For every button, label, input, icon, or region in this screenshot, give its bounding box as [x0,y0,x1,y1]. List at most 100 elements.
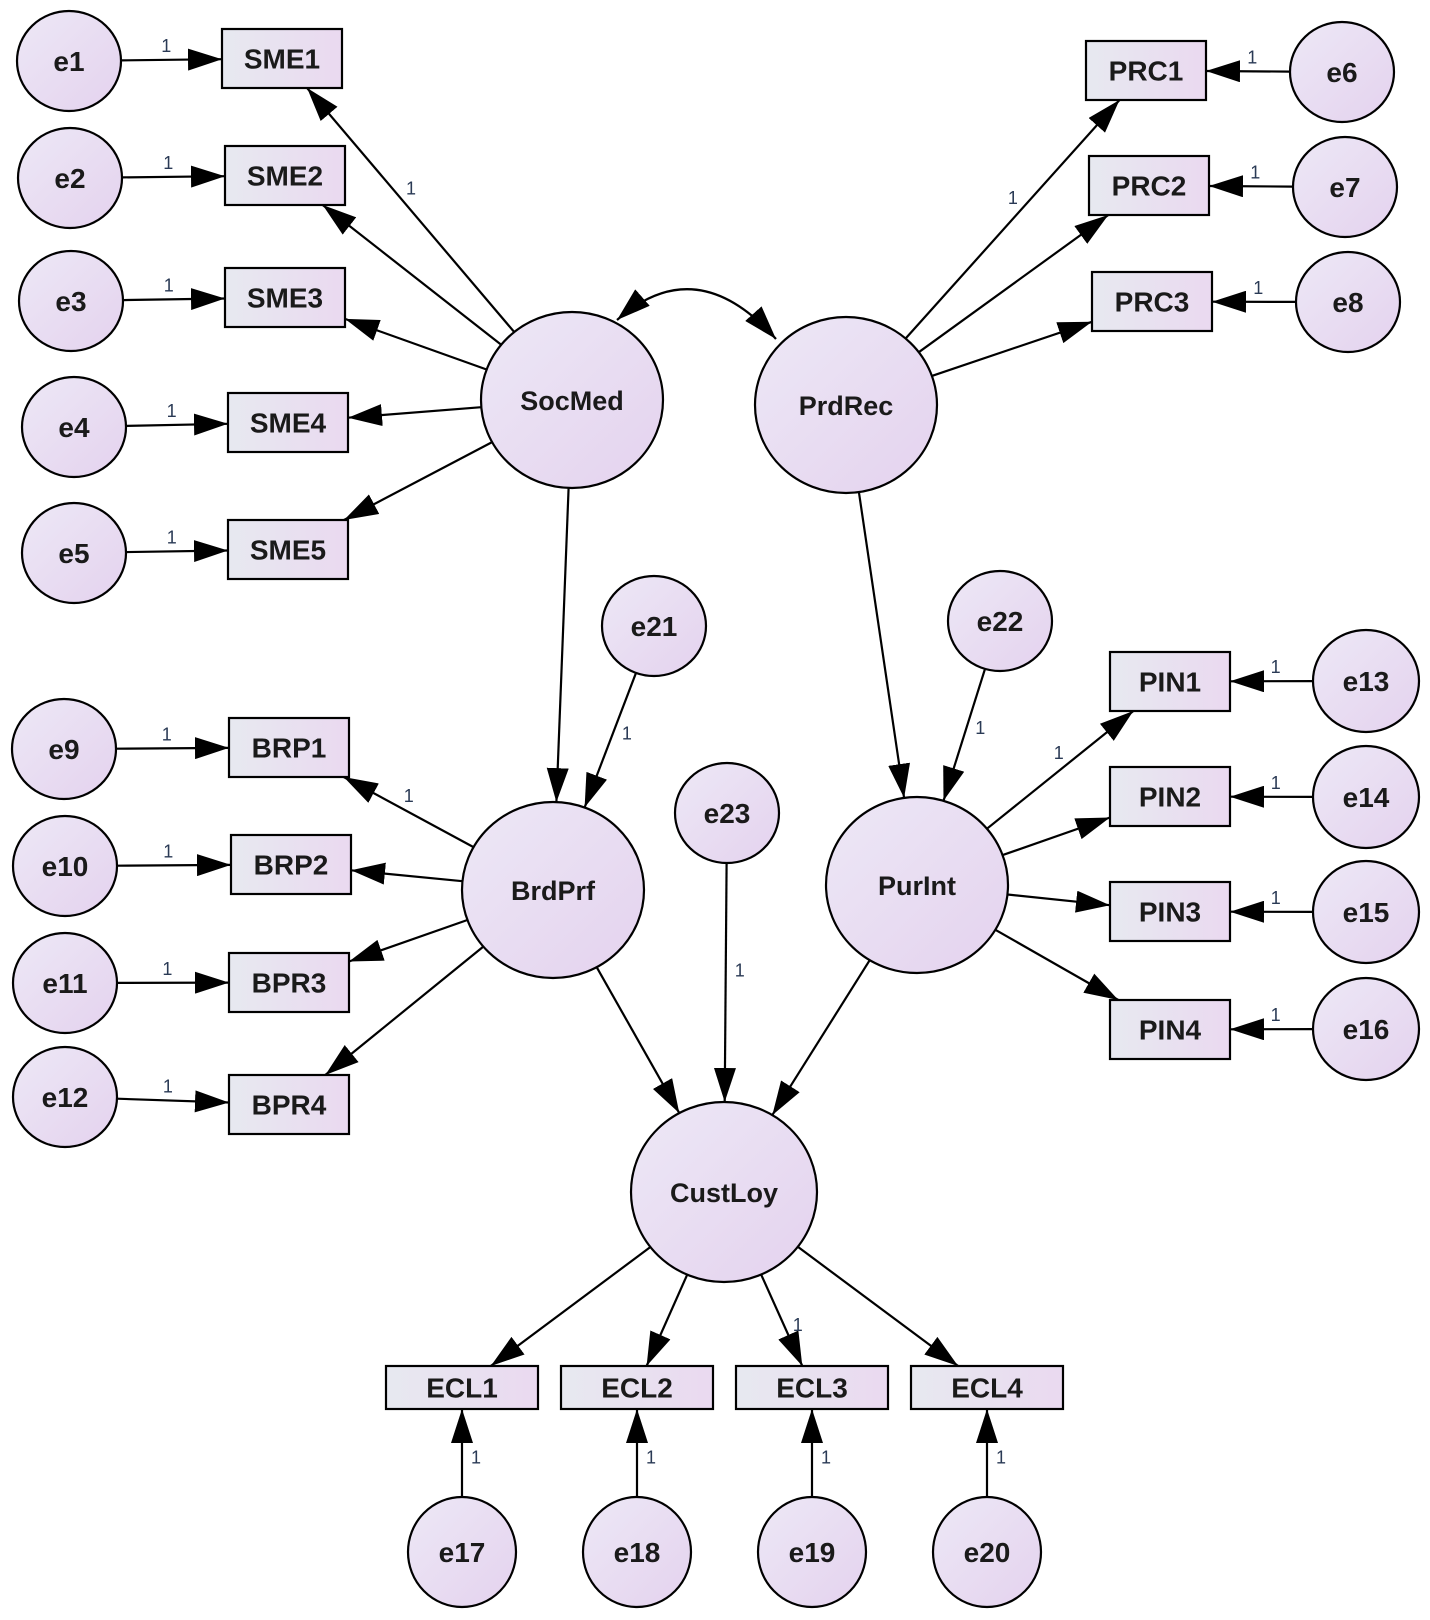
observed-label-prc2: PRC2 [1112,171,1187,202]
error-label-e11: e11 [42,968,87,999]
error-label-e1: e1 [53,46,84,77]
observed-label-sme3: SME3 [247,283,323,314]
path-arrow-socmed-to-sme4 [347,404,482,426]
latent-socmed [479,310,665,490]
error-label-e19: e19 [789,1537,836,1568]
path-arrow-custloy-to-ecl4 [797,1245,959,1367]
error-e2 [16,126,124,230]
observed-label-prc3: PRC3 [1115,287,1190,318]
observed-sme1 [220,27,344,90]
weight-label-socmed-sme1: 1 [406,179,416,199]
latent-label-prdrec: PrdRec [799,391,894,421]
error-e14 [1311,744,1421,850]
path-arrow-e21-to-brdprf [583,672,638,808]
error-e6 [1288,20,1396,124]
weight-label-e5-sme5: 1 [167,527,177,547]
error-e12 [11,1045,119,1149]
path-arrow-e23-to-custloy [713,862,736,1103]
error-label-e4: e4 [58,412,90,443]
path-arrow-prdrec-to-prc2 [918,214,1109,354]
weight-label-e3-sme3: 1 [164,275,174,295]
observed-label-ecl3: ECL3 [776,1373,848,1404]
observed-brp2 [229,833,353,896]
observed-prc1 [1084,39,1208,102]
paths-layer [115,48,1314,1497]
path-arrow-brdprf-to-brp1 [343,776,475,849]
error-e16 [1311,976,1421,1082]
error-label-e21: e21 [631,611,678,642]
observed-label-sme2: SME2 [247,161,323,192]
observed-pin3 [1108,880,1232,943]
observed-label-sme4: SME4 [250,408,327,439]
error-label-e5: e5 [58,538,89,569]
observed-ecl2 [559,1364,715,1411]
path-arrow-custloy-to-ecl1 [490,1246,652,1367]
error-e4 [20,375,128,479]
observed-pin2 [1108,765,1232,828]
path-arrow-purint-to-pin4 [994,928,1119,1001]
path-arrow-purint-to-custloy [771,959,871,1116]
weight-label-e4-sme4: 1 [167,401,177,421]
path-arrow-e3-to-sme3 [122,288,226,311]
weight-label-e20-ecl4: 1 [996,1447,1006,1467]
path-arrow-e22-to-purint [942,668,987,802]
observed-pin4 [1108,998,1232,1061]
path-arrow-e9-to-brp1 [115,737,230,760]
observed-label-pin4: PIN4 [1139,1015,1202,1046]
path-arrow-prdrec-to-purint [857,491,911,799]
weight-label-e15-pin3: 1 [1271,888,1281,908]
error-label-e6: e6 [1326,57,1357,88]
latent-prdrec [753,315,939,495]
weight-label-e19-ecl3: 1 [821,1447,831,1467]
observed-label-pin3: PIN3 [1139,897,1201,928]
covariance-arrow-socmed-prdrec [616,288,777,340]
error-label-e23: e23 [704,798,751,829]
observed-sme3 [223,266,347,329]
observed-label-pin2: PIN2 [1139,782,1201,813]
error-e10 [11,814,119,918]
path-arrow-purint-to-pin1 [986,710,1134,830]
weight-label-e17-ecl1: 1 [471,1447,481,1467]
observed-sme5 [226,518,350,581]
error-label-e7: e7 [1329,172,1360,203]
path-arrow-purint-to-pin3 [1007,890,1111,913]
observed-pin1 [1108,650,1232,713]
weight-label-e13-pin1: 1 [1271,657,1281,677]
error-label-e20: e20 [964,1537,1011,1568]
error-label-e22: e22 [977,606,1024,637]
weight-label-e1-sme1: 1 [161,36,171,56]
observed-sme4 [226,391,350,454]
observed-label-sme5: SME5 [250,535,326,566]
latent-purint [824,795,1010,975]
error-label-e12: e12 [42,1082,89,1113]
weight-label-e7-prc2: 1 [1250,162,1260,182]
error-e21 [600,574,708,678]
weight-label-e14-pin2: 1 [1271,773,1281,793]
latent-label-brdprf: BrdPrf [511,876,596,906]
observed-ecl3 [734,1364,890,1411]
observed-bpr4 [227,1073,351,1136]
error-e15 [1311,859,1421,965]
path-arrow-custloy-to-ecl2 [645,1274,689,1367]
error-e23 [673,761,781,865]
weight-label-e10-brp2: 1 [163,841,173,861]
error-label-e16: e16 [1343,1014,1390,1045]
error-e22 [946,569,1054,673]
weight-label-e18-ecl2: 1 [646,1447,656,1467]
observed-label-brp1: BRP1 [252,733,327,764]
observed-label-ecl1: ECL1 [426,1373,498,1404]
path-arrow-custloy-to-ecl3 [760,1274,804,1367]
path-arrow-brdprf-to-brp2 [350,862,463,885]
observed-prc3 [1090,270,1214,333]
path-arrow-brdprf-to-bpr3 [348,918,468,963]
error-e18 [581,1495,693,1609]
error-label-e9: e9 [48,734,79,765]
path-arrow-e6-to-prc1 [1205,60,1291,83]
path-arrow-brdprf-to-custloy [595,966,681,1114]
weight-label-e22-purint: 1 [975,718,985,738]
error-label-e13: e13 [1343,666,1390,697]
path-arrow-socmed-to-sme5 [343,441,493,521]
path-arrow-purint-to-pin2 [1002,816,1111,857]
latent-label-purint: PurInt [878,871,956,901]
